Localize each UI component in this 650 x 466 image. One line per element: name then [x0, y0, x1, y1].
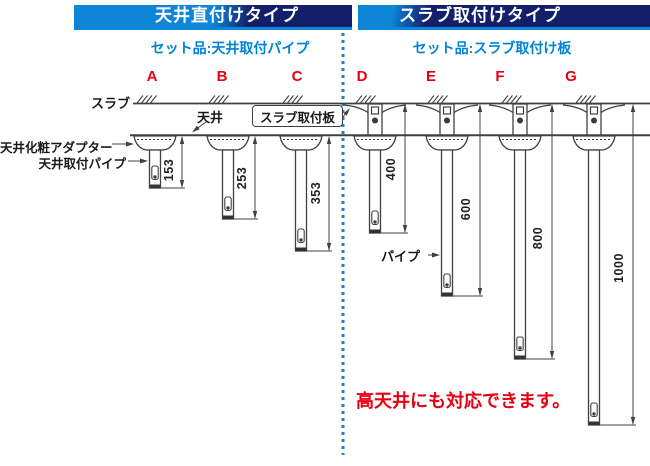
slab-bracket-d: [343, 103, 407, 137]
slab-bracket-f: [488, 103, 552, 137]
subtitle-ceiling-set: セット品:天井取付パイプ: [150, 40, 310, 56]
label-slab-plate: スラブ取付板: [259, 110, 335, 125]
dimension-line-g: [600, 104, 636, 426]
fixture-a-graphic: [133, 135, 177, 189]
dimension-line-e: [453, 104, 483, 297]
fixture-letter-b: B: [216, 68, 228, 85]
label-pipe: パイプ: [381, 249, 421, 264]
leader-ceiling: [192, 121, 207, 133]
high-ceiling-note: 高天井にも対応できます。: [356, 391, 571, 411]
fixture-c-graphic: [279, 135, 323, 252]
leader-pipe: [428, 252, 440, 258]
dimension-line-c: [307, 136, 332, 252]
fixture-letter-c: C: [291, 68, 303, 85]
banner-ceiling-mount-type: 天井直付けタイプ: [74, 5, 352, 30]
label-ceiling: 天井: [197, 110, 224, 125]
dimension-line-d: [381, 104, 408, 234]
fixture-e-graphic: [425, 135, 469, 297]
fixture-letter-f: F: [495, 68, 505, 85]
dimension-value-e: 600: [459, 197, 473, 221]
dimension-value-g: 1000: [612, 253, 626, 283]
label-ceiling-pipe: 天井取付パイプ: [38, 157, 126, 171]
dimension-line-a: [161, 136, 185, 189]
dimension-value-c: 353: [309, 181, 323, 205]
label-slab-plate-box: スラブ取付板: [252, 105, 343, 127]
banner-slab-mount-type: スラブ取付けタイプ: [358, 5, 650, 30]
banner-slab-mount-label: スラブ取付けタイプ: [399, 6, 561, 25]
fixture-letter-g: G: [565, 68, 577, 85]
fixture-b-graphic: [206, 135, 250, 220]
fixture-letter-e: E: [425, 68, 436, 85]
dimension-line-b: [234, 136, 258, 220]
fixture-d-graphic: [353, 135, 397, 234]
label-ceiling-adapter: 天井化粧アダプター: [0, 141, 113, 155]
dimension-value-d: 400: [384, 157, 398, 181]
leader-ceiling-pipe: [128, 158, 148, 164]
fixture-letter-d: D: [356, 68, 368, 85]
dimension-value-f: 800: [531, 226, 545, 250]
fixture-g-graphic: [572, 135, 616, 426]
dimension-line-f: [526, 104, 555, 360]
banner-ceiling-mount-label: 天井直付けタイプ: [155, 6, 299, 25]
label-slab: スラブ: [90, 96, 130, 111]
fixture-f-graphic: [498, 135, 542, 360]
slab-bracket-g: [562, 103, 626, 137]
fixture-letter-a: A: [146, 68, 158, 85]
dimension-value-b: 253: [235, 166, 249, 190]
slab-hatch-marks: [136, 95, 596, 104]
subtitle-slab-set: セット品:スラブ取付け板: [412, 40, 572, 56]
dimension-value-a: 153: [162, 158, 176, 182]
leader-ceiling-adapter: [112, 141, 134, 147]
slab-bracket-e: [415, 103, 479, 137]
